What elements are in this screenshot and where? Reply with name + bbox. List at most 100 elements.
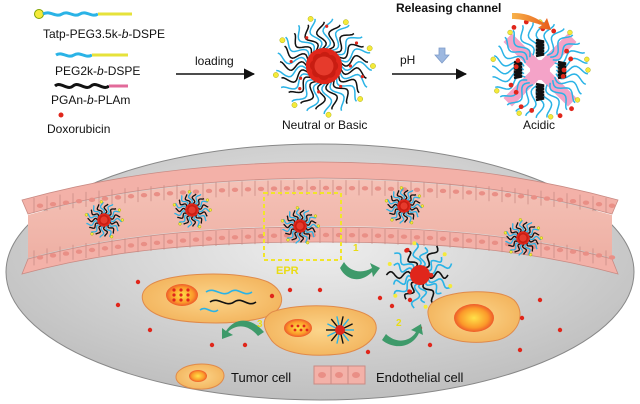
tat-peptide-tip (536, 226, 541, 230)
tumor-cell-3 (427, 291, 521, 343)
tissue-scene: EPR 1 2 3 (5, 143, 635, 401)
peg-chain (552, 42, 581, 61)
pgan-chain (506, 235, 518, 241)
pgan-chain (279, 60, 308, 71)
legend-pgan-label: PGAn-b-PLAm (51, 93, 130, 107)
ph-arrow: pH (392, 47, 468, 80)
peg-chain (304, 229, 315, 238)
tat-peptide-tip (442, 252, 447, 257)
peg-chain (86, 220, 99, 227)
peg-chain (545, 84, 560, 115)
pgan-chain (407, 210, 415, 220)
loose-chain (410, 282, 421, 309)
peg-chain (409, 196, 421, 204)
peg-chain (205, 289, 253, 295)
step-arrow-1: 1 (340, 243, 380, 280)
tat-peptide-tip (273, 72, 279, 78)
tat-peptide-tip (187, 190, 191, 194)
pgan-chain (528, 232, 540, 238)
cell-nucleus (582, 251, 590, 256)
drug-dot (186, 288, 190, 292)
drug-dot (564, 48, 570, 54)
chain (340, 333, 344, 344)
cell-nucleus (556, 247, 564, 253)
peg-chain (518, 243, 524, 256)
peg-chain (196, 213, 207, 222)
cell-nucleus (361, 233, 369, 238)
cell-nucleus (387, 186, 395, 192)
tat-peptide-tip (393, 293, 398, 298)
pgan-chain (90, 209, 100, 217)
cell-nucleus (88, 247, 96, 253)
tat-peptide-tip (399, 186, 403, 190)
vessel-micelle (503, 218, 543, 257)
peg-chain (286, 230, 296, 240)
drug-dot (209, 342, 215, 348)
pgan-chain (107, 224, 115, 234)
cell-nucleus (153, 191, 161, 197)
loose-chain (393, 262, 413, 273)
drug-dot (299, 328, 303, 332)
legend-tatp-label: Tatp-PEG3.5k-b-DSPE (43, 27, 165, 41)
tat-peptide-tip (420, 204, 424, 208)
pgan-chain (175, 207, 187, 213)
pgan-chain (108, 208, 117, 216)
cell-nucleus (413, 235, 421, 240)
legend-peg2k-label: PEG2k-b-DSPE (55, 64, 140, 78)
tat-peptide-tip (291, 102, 298, 108)
chain (327, 323, 337, 329)
peg-chain (197, 207, 211, 213)
drug-dot (518, 104, 524, 110)
peg-chain (109, 210, 121, 218)
pgan-chain (409, 207, 420, 213)
legend-endothelial-icon (313, 365, 366, 385)
tat-peptide-tip (307, 16, 314, 22)
channel-pointer-arrow (512, 13, 551, 30)
drug-dot (537, 297, 543, 303)
cell-nucleus (166, 239, 174, 244)
pgan-chain (515, 222, 522, 233)
peg-chain (187, 191, 193, 205)
pgan-chain (408, 194, 417, 202)
pgan-chain (283, 223, 295, 229)
tat-peptide-tip (509, 250, 513, 254)
tat-peptide-tip (117, 208, 122, 212)
drug-dot (299, 76, 303, 80)
peg-chain (285, 36, 311, 58)
tat-peptide-tip (279, 37, 286, 44)
legend-pgan-symbol (54, 83, 128, 89)
drug-dot (296, 324, 300, 328)
peg-chain (335, 77, 358, 102)
tat-peptide-tip (84, 213, 88, 217)
tat-peptide-tip (205, 198, 210, 202)
peg-chain (288, 211, 297, 222)
pgan-chain (337, 75, 360, 94)
tat-peptide-tip (539, 236, 543, 240)
cell-nucleus (387, 233, 395, 239)
drug-dot (302, 324, 306, 328)
pgan-chain (521, 243, 528, 255)
peg-chain (322, 18, 334, 50)
peg-chain (280, 73, 310, 90)
peg-chain (302, 209, 310, 221)
pgan-chain (291, 231, 298, 241)
tat-peptide-tip (313, 214, 318, 218)
peg-chain (498, 45, 527, 64)
pgan-chain (340, 54, 369, 67)
peg-chain (546, 28, 565, 57)
peg-chain (305, 216, 317, 224)
endothelial-cell-segments (33, 180, 616, 266)
pgan-chain (190, 215, 197, 227)
intracellular-contents (172, 288, 354, 344)
loading-label: loading (195, 54, 234, 68)
pgan-chain (305, 227, 316, 233)
blood-vessel-lumen (28, 179, 612, 258)
cell-nucleus (465, 238, 473, 243)
cell-nucleus (348, 232, 356, 238)
acidic-label: Acidic (523, 118, 555, 132)
pgan-chain (334, 32, 355, 53)
pgan-chain (95, 225, 102, 235)
cell-nucleus (244, 234, 252, 239)
tat-peptide-tip (412, 241, 417, 246)
chain (343, 331, 353, 337)
